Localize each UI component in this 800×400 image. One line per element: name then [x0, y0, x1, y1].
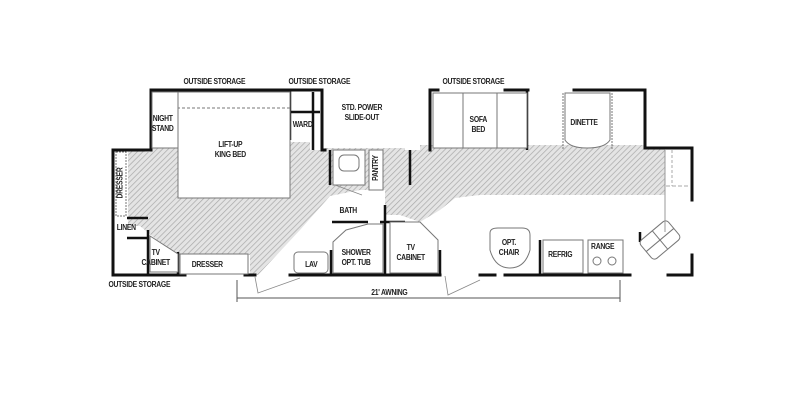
label-awning: 21' AWNING [371, 288, 408, 297]
awning-dimension [236, 280, 621, 302]
side-dresser [115, 151, 127, 217]
king-bed-outline [177, 91, 291, 199]
label-slide-out: STD. POWER SLIDE-OUT [341, 103, 383, 122]
lav-outline [293, 251, 329, 274]
exterior-walls [111, 88, 694, 277]
label-opt-chair: OPT. CHAIR [498, 238, 520, 257]
refrig-outline [542, 239, 584, 274]
label-shower: SHOWER OPT. TUB [341, 248, 371, 267]
label-tv-cabinet-center: TV CABINET [396, 243, 426, 262]
label-bath: BATH [339, 206, 358, 215]
label-dresser-bottom: DRESSER [191, 260, 223, 269]
bottom-dresser-outline [179, 253, 249, 275]
label-outside-storage-wardrobe: OUTSIDE STORAGE [288, 77, 351, 86]
label-night-stand: NIGHT STAND [151, 114, 174, 133]
door-swings [254, 184, 481, 296]
label-outside-storage-slide: OUTSIDE STORAGE [442, 77, 505, 86]
toilet [338, 154, 360, 172]
label-linen: LINEN [116, 223, 136, 232]
front-chair [639, 220, 681, 260]
floor-area [128, 142, 665, 275]
sofa-bed-outline [432, 92, 528, 149]
tv-cabinet-left-outline [149, 235, 179, 273]
label-outside-storage-bedroom: OUTSIDE STORAGE [183, 77, 246, 86]
label-refrig: REFRIG [548, 250, 573, 259]
label-range: RANGE [591, 242, 615, 251]
range-outline [587, 239, 624, 274]
pantry-outline [368, 149, 384, 191]
tv-cabinet-center-outline [389, 221, 439, 274]
label-sofa-bed: SOFA BED [469, 115, 488, 134]
label-ward: WARD [292, 120, 313, 129]
label-outside-storage-bottom: OUTSIDE STORAGE [108, 280, 171, 289]
label-tv-cabinet-left: TV CABINET [141, 248, 171, 267]
fixtures [115, 91, 690, 275]
label-dinette: DINETTE [570, 118, 598, 127]
label-king-bed: LIFT-UP KING BED [214, 140, 246, 159]
opt-chair-outline [489, 227, 531, 269]
dinette-table [564, 92, 611, 149]
shower-outline [332, 223, 384, 274]
label-pantry: PANTRY [371, 155, 381, 181]
label-dresser-side: DRESSER [115, 167, 125, 199]
label-lav: LAV [305, 260, 318, 269]
